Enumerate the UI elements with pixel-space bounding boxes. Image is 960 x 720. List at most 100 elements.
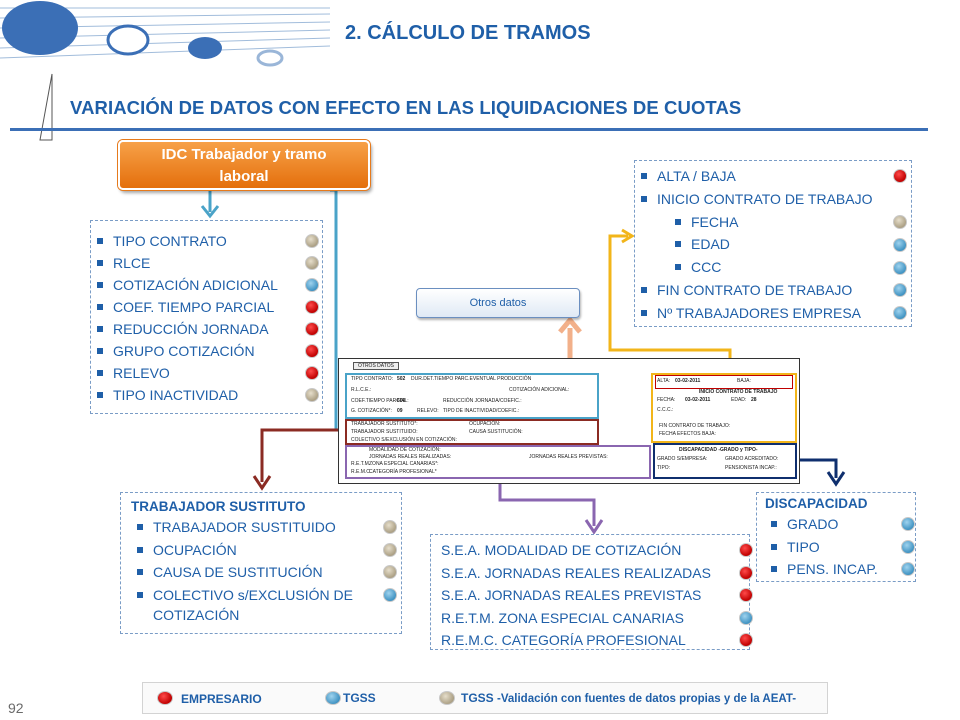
deco-circle-small (188, 37, 222, 59)
legend-tgss-label: TGSS (343, 691, 376, 705)
discapacidad-item: GRADO (765, 513, 915, 536)
tan-status-dot (893, 214, 907, 229)
blue-status-dot (383, 587, 397, 602)
discapacidad-item: PENS. INCAP. (765, 558, 915, 581)
page-number: 92 (8, 700, 24, 716)
sustituto-item: CAUSA DE SUSTITUCIÓN (131, 561, 401, 584)
alta-item: FIN CONTRATO DE TRABAJO (635, 279, 911, 302)
item-label: S.E.A. JORNADAS REALES REALIZADAS (441, 564, 711, 581)
connector-navy (796, 458, 838, 478)
tan-status-dot (305, 256, 319, 270)
sea-item: R.E.T.M. ZONA ESPECIAL CANARIAS (441, 607, 753, 630)
item-label: CAUSA DE SUSTITUCIÓN (153, 564, 323, 580)
alta-item: CCC (669, 256, 911, 279)
item-label: COTIZACIÓN ADICIONAL (113, 277, 278, 293)
tan-status-dot (305, 234, 319, 248)
tramo-item: COEF. TIEMPO PARCIAL (91, 296, 322, 318)
item-label: R.E.T.M. ZONA ESPECIAL CANARIAS (441, 609, 684, 626)
deco-circle-light (256, 49, 284, 67)
idc-button-line2: laboral (219, 168, 269, 185)
item-label: OCUPACIÓN (153, 541, 237, 558)
item-label: S.E.A. MODALIDAD DE COTIZACIÓN (441, 542, 682, 558)
item-label: COTIZACIÓN (153, 607, 240, 623)
sustituto-heading: TRABAJADOR SUSTITUTO (131, 499, 306, 514)
item-label: FECHA (691, 213, 739, 230)
red-status-dot (305, 344, 319, 358)
red-status-dot (893, 169, 907, 184)
sustituto-item: COTIZACIÓN (131, 606, 401, 624)
connector-brown (260, 428, 344, 482)
sea-item: S.E.A. MODALIDAD DE COTIZACIÓN (441, 539, 753, 562)
legend-tgss-val-label: TGSS -Validación con fuentes de datos pr… (461, 691, 797, 705)
form-group-sea (345, 445, 651, 479)
item-label: TRABAJADOR SUSTITUIDO (153, 519, 336, 535)
tramo-item: TIPO CONTRATO (91, 230, 322, 252)
item-label: ALTA / BAJA (657, 168, 736, 184)
tan-status-dot (383, 520, 397, 535)
sustituto-item: TRABAJADOR SUSTITUIDO (131, 516, 401, 539)
box-sustituto: TRABAJADOR SUSTITUTO TRABAJADOR SUSTITUI… (120, 492, 402, 634)
item-label: Nº TRABAJADORES EMPRESA (657, 304, 862, 321)
item-label: REDUCCIÓN JORNADA (113, 321, 269, 337)
sea-item: R.E.M.C. CATEGORÍA PROFESIONAL (441, 629, 753, 652)
discapacidad-list: GRADO TIPO PENS. INCAP. (765, 513, 915, 581)
box-sea: S.E.A. MODALIDAD DE COTIZACIÓN S.E.A. JOR… (430, 534, 753, 652)
item-label: FIN CONTRATO DE TRABAJO (657, 281, 853, 298)
legend: EMPRESARIO TGSS TGSS -Validación con fue… (142, 682, 828, 714)
legend-tgss-dot (325, 691, 341, 705)
item-label: TIPO INACTIVIDAD (113, 387, 239, 403)
blue-status-dot (901, 517, 915, 532)
sustituto-item: OCUPACIÓN (131, 539, 401, 562)
item-label: EDAD (691, 236, 730, 253)
idc-button-line1: IDC Trabajador y tramo (161, 146, 327, 163)
alta-item: Nº TRABAJADORES EMPRESA (635, 302, 911, 325)
sea-item: S.E.A. JORNADAS REALES PREVISTAS (441, 584, 753, 607)
connector-yellow (608, 234, 732, 362)
blue-status-dot (893, 237, 907, 252)
legend-tgss-val-dot (439, 691, 455, 705)
legend-empresario-label: EMPRESARIO (181, 692, 262, 706)
tramo-item: REDUCCIÓN JORNADA (91, 318, 322, 340)
discapacidad-heading: DISCAPACIDAD (765, 496, 868, 511)
alta-item: INICIO CONTRATO DE TRABAJO (635, 188, 911, 211)
form-group-alta (651, 373, 797, 443)
discapacidad-item: TIPO (765, 536, 915, 559)
item-label: TIPO (787, 538, 820, 555)
blue-status-dot (739, 610, 753, 625)
blue-status-dot (893, 283, 907, 298)
item-label: R.E.M.C. CATEGORÍA PROFESIONAL (441, 632, 686, 648)
otros-datos-button[interactable]: Otros datos (416, 288, 580, 318)
sustituto-list: TRABAJADOR SUSTITUIDO OCUPACIÓN CAUSA DE S… (131, 516, 401, 624)
deco-circle-large (2, 1, 78, 55)
sea-list: S.E.A. MODALIDAD DE COTIZACIÓN S.E.A. JOR… (441, 539, 753, 652)
red-status-dot (739, 588, 753, 603)
alta-list: ALTA / BAJA INICIO CONTRATO DE TRABAJO FEC… (635, 165, 911, 325)
item-label: INICIO CONTRATO DE TRABAJO (657, 190, 873, 207)
tan-status-dot (383, 542, 397, 557)
blue-status-dot (893, 306, 907, 321)
red-status-dot (739, 565, 753, 580)
form-group-sustituto (345, 419, 599, 445)
sustituto-item: COLECTIVO s/EXCLUSIÓN DE (131, 584, 401, 607)
red-status-dot (305, 366, 319, 380)
alta-item: ALTA / BAJA (635, 165, 911, 188)
blue-status-dot (305, 278, 319, 292)
blue-status-dot (901, 562, 915, 577)
tan-status-dot (305, 388, 319, 402)
legend-empresario-dot (157, 691, 173, 705)
tan-status-dot (383, 565, 397, 580)
item-label: COLECTIVO s/EXCLUSIÓN DE (153, 586, 353, 603)
item-label: GRADO (787, 516, 839, 532)
deco-circle-ring (106, 24, 150, 56)
red-status-dot (305, 300, 319, 314)
idc-trabajador-button[interactable]: IDC Trabajador y tramo laboral (118, 140, 370, 190)
red-status-dot (305, 322, 319, 336)
tramo-item: GRUPO COTIZACIÓN (91, 340, 322, 362)
title-divider (10, 128, 928, 131)
form-tab: OTROS DATOS (353, 362, 399, 370)
otros-datos-form: OTROS DATOS TIPO CONTRATO: 502 DUR.DET.T… (338, 358, 800, 484)
page-title: 2. CÁLCULO DE TRAMOS (345, 22, 591, 44)
item-label: PENS. INCAP. (787, 561, 878, 577)
tramo-item: RLCE (91, 252, 322, 274)
